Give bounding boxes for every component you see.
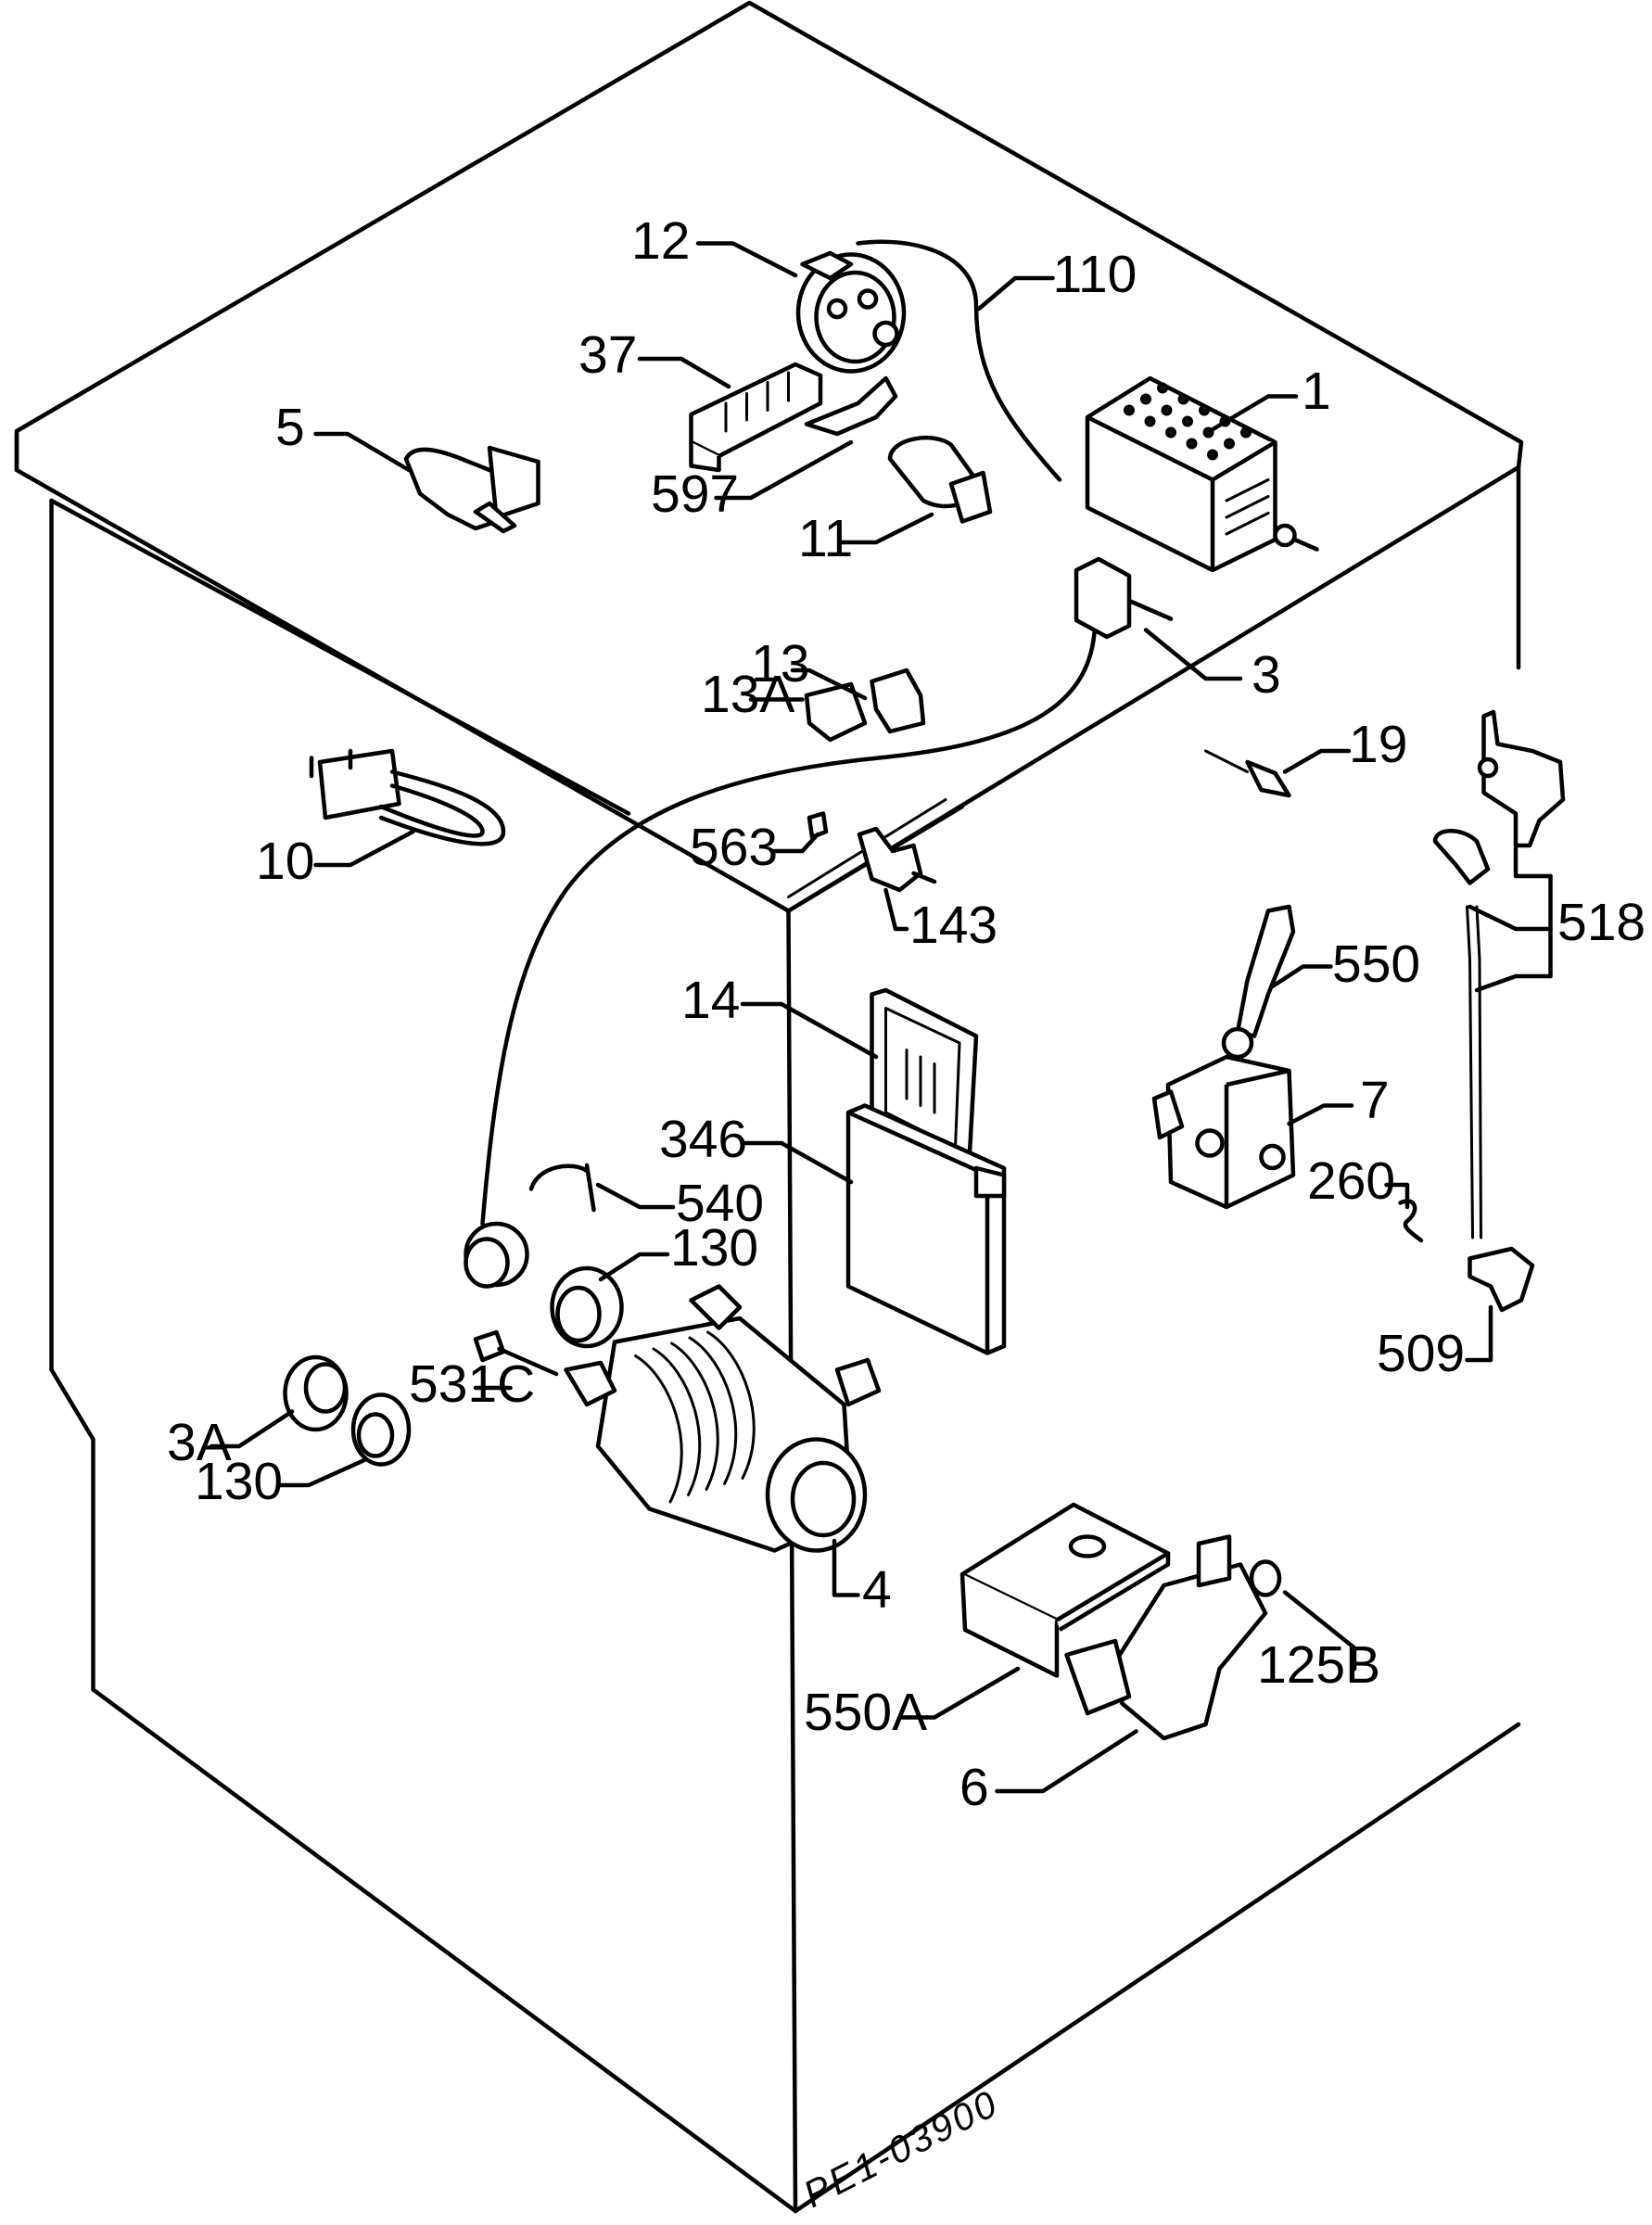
label-125b: 125B [1257,1635,1380,1695]
label-11: 11 [798,509,853,568]
label-509: 509 [1377,1324,1465,1383]
label-518: 518 [1557,893,1646,952]
part-597-bracket[interactable] [804,375,898,437]
part-6-pump[interactable] [1064,1534,1282,1741]
label-12: 12 [631,211,690,271]
part-13-connector[interactable] [870,668,926,734]
label-563: 563 [690,818,778,877]
label-550: 550 [1332,934,1420,994]
label-19: 19 [1349,715,1407,774]
part-4-motor[interactable] [564,1284,882,1553]
label-260: 260 [1307,1151,1395,1211]
part-1-timer[interactable] [1085,375,1319,573]
label-37: 37 [578,325,637,385]
part-7-door-lock[interactable] [1151,1054,1296,1210]
label-143: 143 [909,896,998,955]
label-6: 6 [959,1758,989,1817]
part-550a-cover[interactable] [959,1502,1171,1678]
part-130-grommet-upper[interactable] [464,1221,624,1349]
part-19-sensor[interactable] [1204,749,1291,798]
label-130-lower: 130 [195,1452,283,1511]
part-3a-switch[interactable] [283,1354,349,1432]
part-11-capacitor[interactable] [887,436,993,524]
label-550a: 550A [804,1683,927,1742]
label-540: 540 [676,1174,764,1233]
cabinet-outline [14,0,1524,2214]
part-12-pressure-switch[interactable] [795,250,907,374]
drawing-code: PE1-03900 [796,2081,1006,2216]
part-10-heater[interactable] [309,748,506,846]
label-3a: 3A [167,1413,232,1472]
part-531c-screw[interactable] [473,1329,559,1377]
part-540-clip[interactable] [528,1163,596,1213]
part-110-hose[interactable] [856,239,1062,482]
label-597: 597 [651,464,739,524]
part-37-terminal-block[interactable] [689,362,823,473]
part-518-latch-set[interactable] [1432,709,1566,1240]
part-346-pocket[interactable] [845,1103,1007,1355]
label-4: 4 [862,1560,892,1620]
label-10: 10 [256,832,314,891]
part-509-catch[interactable] [1468,1246,1535,1313]
part-143-switch[interactable] [857,826,937,893]
part-5-valve[interactable] [403,445,540,534]
part-130-grommet-lower[interactable] [350,1392,412,1467]
part-260-spring[interactable] [1398,1199,1424,1243]
label-7: 7 [1360,1071,1390,1130]
label-3: 3 [1252,645,1281,705]
label-5: 5 [275,398,305,457]
leader-lines [209,241,1553,1794]
part-labels: 12 110 37 5 1 597 11 3 13 13A 19 10 563 … [167,211,1646,2216]
label-14: 14 [681,971,740,1030]
part-3-switch[interactable] [480,556,1174,1227]
label-346: 346 [659,1110,747,1169]
label-13a: 13A [701,665,794,724]
label-13: 13 [751,634,809,693]
label-130-upper: 130 [670,1218,758,1278]
part-563-screw[interactable] [807,811,829,840]
label-1: 1 [1302,362,1331,421]
part-550-lever[interactable] [1221,904,1296,1060]
label-110: 110 [1053,245,1137,304]
label-531c: 531C [409,1354,535,1414]
